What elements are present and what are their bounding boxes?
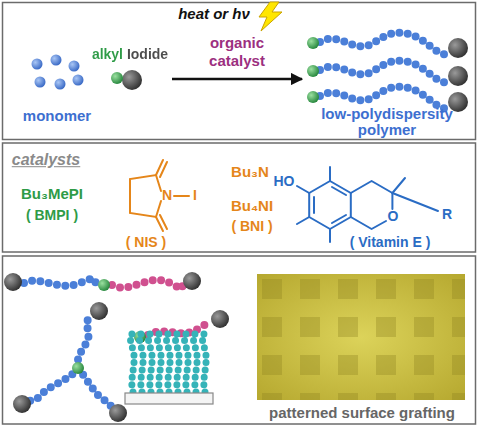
surface-image — [257, 274, 465, 400]
end-group — [4, 273, 22, 291]
carbonyl-bond — [160, 215, 167, 229]
figure-caption: patterned surface grafting — [269, 405, 455, 422]
hydroxyl-bond — [297, 186, 309, 193]
atom-label: O — [388, 209, 399, 224]
alkyl-sphere — [111, 72, 123, 84]
iodine-sphere — [122, 70, 142, 90]
end-group — [211, 310, 229, 328]
aromatic-ring — [309, 181, 351, 229]
brush-chain — [130, 332, 134, 392]
species-node: low-polydispersity polymer — [302, 22, 472, 138]
bead-chain — [78, 368, 111, 408]
panel-heading: catalysts — [12, 151, 81, 169]
bead-chain — [112, 280, 183, 288]
surface-pattern — [257, 274, 465, 400]
polymer-chain — [307, 33, 468, 58]
junction-group — [98, 279, 110, 291]
panel-frame — [3, 256, 476, 424]
polymer-chain — [307, 61, 468, 86]
catalyst-formula: Bu₄NI — [231, 198, 273, 215]
brush-chain — [148, 332, 152, 392]
monomer-dot — [32, 59, 43, 70]
brush-chain — [139, 332, 143, 392]
side-chain-bond — [392, 193, 438, 211]
polymer-brush — [125, 332, 213, 404]
atom-label: HO — [274, 174, 295, 189]
atom-label: N — [162, 188, 172, 203]
condition-label: heat or hν — [178, 6, 250, 23]
brush-chain — [202, 332, 206, 392]
catalyst-label: organic catalyst — [195, 34, 279, 70]
carbonyl-bond — [160, 162, 167, 177]
end-group — [448, 66, 468, 86]
alkyl-iodide-model — [111, 70, 142, 90]
double-bond — [332, 187, 346, 195]
catalyst-abbreviation: ( Vitamin E ) — [350, 235, 431, 250]
lightning-symbol — [259, 2, 282, 31]
bead-chain — [30, 368, 78, 401]
double-bond — [332, 215, 346, 223]
monomer-dot — [35, 77, 46, 88]
ring-bond — [130, 175, 161, 217]
end-group — [307, 37, 319, 49]
species-label: alkyl Iodide — [92, 46, 168, 62]
substrate — [125, 393, 213, 404]
bead-chain — [24, 279, 96, 286]
monomer-dot — [73, 75, 84, 86]
brush-chain — [193, 332, 197, 392]
monomer-dots — [32, 55, 84, 90]
brush-chain — [175, 332, 179, 392]
species-node: monomer — [22, 52, 92, 124]
catalyst-abbreviation: ( BMPI ) — [26, 208, 78, 223]
bead-chain — [78, 318, 94, 368]
catalyst-formula: Bu₃MePI — [21, 186, 83, 203]
atom-label: I — [193, 188, 197, 203]
nis-structure — [130, 160, 189, 231]
catalyst-formula: Bu₃N — [231, 164, 269, 181]
brush-chain — [184, 332, 188, 392]
bead-chain — [320, 87, 448, 109]
methyl-bond — [297, 217, 309, 224]
core-group — [72, 362, 84, 374]
double-bond — [313, 197, 315, 213]
end-group — [90, 302, 108, 320]
n-i-bond — [174, 195, 189, 197]
reaction-arrow — [172, 78, 302, 81]
species-label: low-polydispersity polymer — [307, 106, 467, 138]
brush-chains — [130, 332, 206, 392]
catalyst-abbreviation: ( NIS ) — [126, 235, 166, 250]
methyl-bond — [329, 167, 331, 181]
star-polymer — [13, 302, 127, 422]
end-group — [183, 272, 201, 290]
panel-frame — [3, 143, 476, 252]
brush-chain — [166, 332, 170, 392]
species-node: alkyl Iodide — [88, 46, 172, 94]
end-group — [109, 404, 127, 422]
end-group — [13, 395, 31, 413]
patterned-surface — [257, 274, 465, 400]
block-copolymer — [4, 272, 201, 291]
brush-chain — [157, 332, 161, 392]
ring-bond — [351, 217, 386, 229]
end-group — [307, 65, 319, 77]
species-label: monomer — [23, 108, 91, 124]
catalyst-abbreviation: ( BNI ) — [231, 219, 272, 234]
atom-label: R — [442, 207, 452, 222]
monomer-dot — [51, 55, 62, 66]
end-group — [448, 38, 468, 58]
end-group — [307, 91, 319, 103]
polymer-chains — [307, 33, 468, 112]
bead-chain — [320, 61, 448, 83]
ring-bond — [351, 181, 393, 209]
monomer-dot — [69, 61, 80, 72]
panel-frame — [3, 3, 476, 140]
vitamin-e-structure — [297, 167, 438, 242]
bead-chain — [320, 33, 448, 55]
monomer-dot — [55, 79, 66, 90]
methyl-bond — [329, 229, 331, 242]
methyl-bond — [392, 178, 405, 193]
